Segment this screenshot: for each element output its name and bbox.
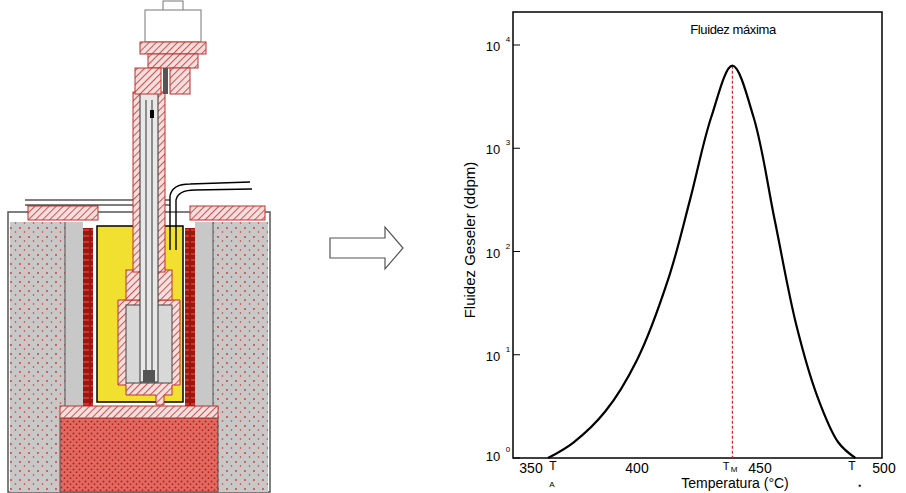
tick-exponent: 0 xyxy=(506,446,510,455)
motor xyxy=(135,1,206,94)
tick-label: 350 xyxy=(519,461,542,476)
axis-tick xyxy=(513,354,520,355)
temperature-subscript: A xyxy=(549,481,554,490)
chart-frame xyxy=(513,12,882,458)
wires xyxy=(170,182,252,250)
chart-plot xyxy=(513,45,855,458)
annotation: Fluidez máxima xyxy=(690,23,775,37)
tick-label: 450 xyxy=(748,461,771,476)
temperature-symbol: T xyxy=(549,460,556,473)
temperature-subscript: ▪ xyxy=(859,482,862,491)
tick-label: 10 xyxy=(486,450,500,464)
axis-title: Fluidez Geseler (ddpm) xyxy=(462,162,479,319)
temperature-symbol: T xyxy=(848,460,855,473)
tick-label: 10 xyxy=(486,143,500,157)
tick-exponent: 1 xyxy=(506,345,510,354)
tick-label: 10 xyxy=(486,246,500,260)
fluidity-curve xyxy=(548,66,855,458)
tick-label: 10 xyxy=(486,350,500,364)
axis-tick xyxy=(513,148,520,149)
axis-title: Temperatura (°C) xyxy=(681,476,789,491)
axis-tick xyxy=(513,45,520,46)
axis-tick xyxy=(513,251,520,252)
tick-label: 10 xyxy=(486,40,500,54)
temperature-subscript: M xyxy=(731,466,738,475)
tick-label: 400 xyxy=(625,461,648,476)
tick-exponent: 2 xyxy=(506,242,510,251)
tick-label: 500 xyxy=(872,461,895,476)
hollow-arrow xyxy=(330,227,403,269)
max-fluidity-line xyxy=(732,66,733,458)
tick-exponent: 4 xyxy=(506,36,510,45)
temperature-symbol: T xyxy=(723,460,730,472)
axis-tick xyxy=(513,458,520,459)
tick-exponent: 3 xyxy=(506,139,510,148)
